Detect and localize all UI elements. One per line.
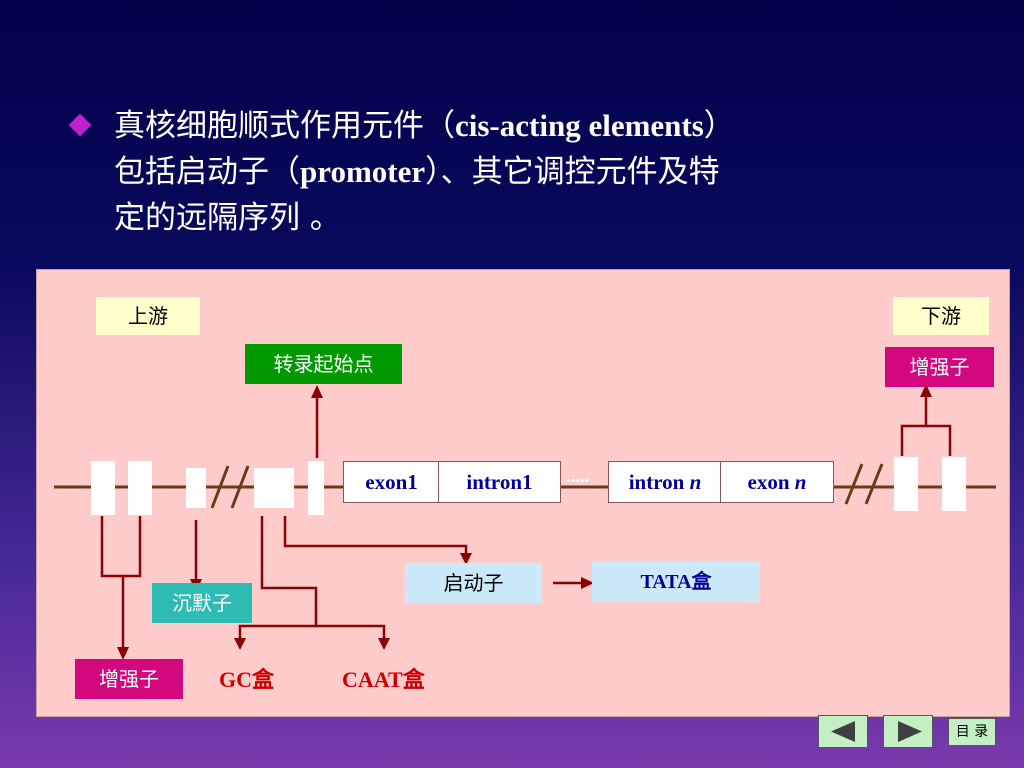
arrow-head (460, 553, 472, 565)
upstream-label: 上游 (96, 297, 200, 335)
enhancer-right-bracket (900, 424, 952, 456)
downstream-label: 下游 (893, 297, 989, 335)
continuation-dots: ····· (565, 470, 590, 492)
exon-n-box: exon n (720, 461, 834, 503)
promoter-line (283, 516, 468, 556)
arrow-head (117, 647, 129, 660)
bullet-text: 真核细胞顺式作用元件（cis-acting elements） 包括启动子（pr… (114, 103, 964, 241)
enhancer-left-bracket (100, 516, 142, 578)
heading-line1-en: cis-acting elements (455, 108, 704, 143)
enhancer-right-label: 增强子 (885, 347, 994, 387)
gc-caat-line (260, 516, 318, 626)
exon-n-italic: n (794, 470, 807, 494)
tss-label: 转录起始点 (245, 344, 402, 384)
element-box (942, 457, 966, 511)
intron1-box: intron1 (438, 461, 561, 503)
heading-line1-pre: 真核细胞顺式作用元件（ (114, 108, 455, 144)
arrow-head (378, 638, 390, 650)
break-mark (864, 463, 884, 505)
tata-box-label: TATA盒 (592, 562, 760, 602)
element-box (894, 457, 918, 511)
caat-box-label: CAAT盒 (342, 667, 425, 692)
silencer-label: 沉默子 (152, 583, 252, 623)
arrow-head (234, 638, 246, 650)
exon1-box: exon1 (343, 461, 440, 503)
heading-line2-post: ）、其它调控元件及特 (425, 154, 720, 190)
gc-caat-branch (238, 624, 386, 640)
break-mark (230, 465, 250, 509)
prev-button[interactable] (818, 715, 868, 748)
element-box (186, 468, 206, 508)
element-box (91, 461, 115, 515)
intron-n-box: intron n (608, 461, 722, 503)
element-box (254, 468, 294, 508)
heading-line2-en: promoter (300, 154, 426, 189)
left-triangle-icon (831, 721, 855, 742)
enhancer-left-label: 增强子 (75, 659, 183, 699)
arrow-head (311, 385, 323, 398)
arrow-head (920, 384, 932, 397)
exon-n-prefix: exon (747, 470, 795, 494)
intron-n-italic: n (689, 470, 702, 494)
heading-line1-post: ） (703, 108, 735, 144)
arrow-head (581, 577, 594, 589)
next-button[interactable] (883, 715, 933, 748)
break-mark (210, 465, 230, 509)
intron-n-prefix: intron (628, 470, 690, 494)
gc-box-label: GC盒 (219, 667, 275, 692)
right-triangle-icon (898, 721, 922, 742)
promoter-label: 启动子 (405, 563, 542, 603)
element-box (308, 461, 324, 515)
element-box (128, 461, 152, 515)
break-mark (844, 463, 864, 505)
heading-line3: 定的远隔序列 。 (114, 200, 341, 236)
heading-line2-pre: 包括启动子（ (114, 154, 300, 190)
menu-button[interactable]: 目 录 (948, 718, 996, 746)
